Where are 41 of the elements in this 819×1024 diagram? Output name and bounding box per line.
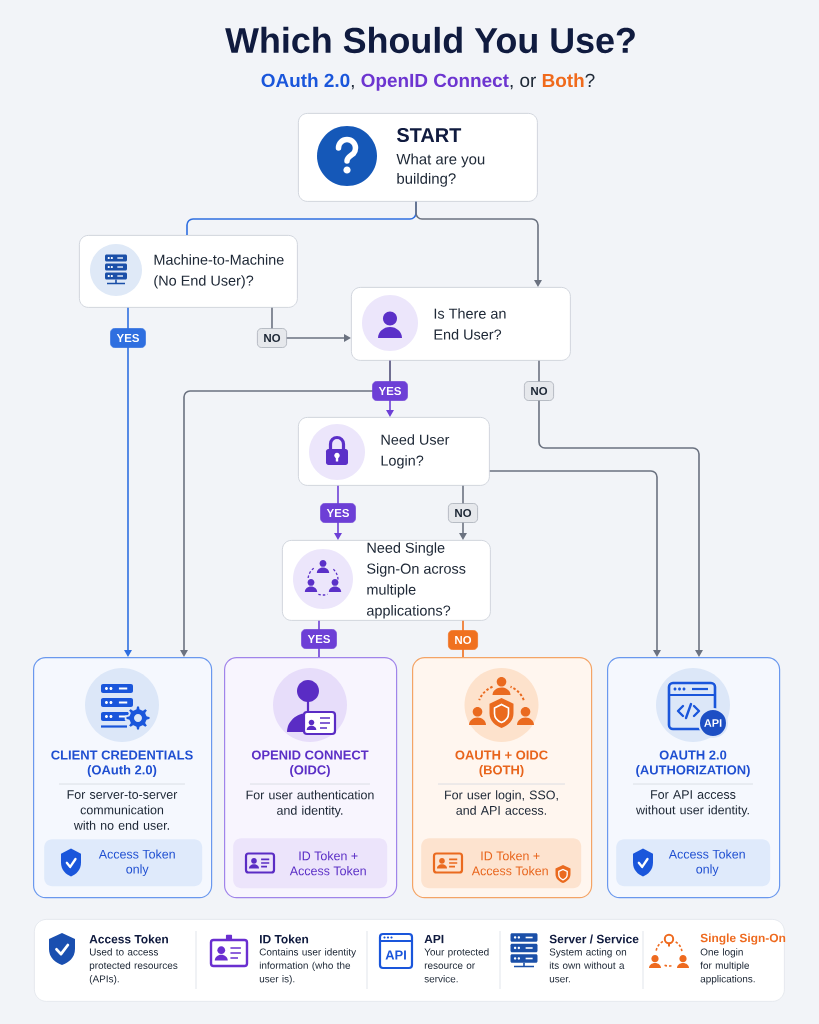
arrow <box>180 360 391 657</box>
arrow <box>489 470 661 657</box>
legend-term: ID Token <box>260 934 309 944</box>
card-title: OAUTH 2.0 <box>659 750 727 760</box>
card-subtitle: (BOTH) <box>479 764 524 778</box>
token-box: ID Token + Access Token <box>233 838 388 889</box>
legend-term: Single Sign-On <box>700 933 786 945</box>
token-box: Access Token only <box>616 839 771 887</box>
legend-description: One login for multiple applications. <box>700 948 755 985</box>
card-subtitle: (AUTHORIZATION) <box>636 764 750 778</box>
token-box: ID Token + Access Token <box>421 838 582 889</box>
legend-description: Used to access protected resources (APIs). <box>89 948 178 985</box>
card-description: For server-to-server communication with no end user. <box>67 790 178 830</box>
arrow <box>415 201 542 287</box>
edge-label: NO <box>448 503 478 523</box>
card-description: For API access without user identity. <box>636 790 749 817</box>
legend-description: Contains user identity information (who the user is). <box>259 948 357 985</box>
page-title: Which Should You Use? <box>225 26 635 54</box>
card-title: OPENID CONNECT <box>251 750 369 760</box>
card-title: CLIENT CREDENTIALS <box>51 750 193 760</box>
arrow <box>538 360 703 657</box>
edge-label: YES <box>320 503 356 523</box>
edge-label: NO <box>524 381 554 401</box>
edge-label: NO <box>257 328 287 348</box>
token-box: Access Token only <box>44 839 203 887</box>
card-description: For user authentication and identity. <box>246 790 374 818</box>
legend-term: API <box>424 934 444 944</box>
card-title: OAUTH + OIDC <box>455 750 548 760</box>
card-subtitle: (OIDC) <box>290 764 330 778</box>
legend-description: System acting on its own without a user. <box>549 948 627 983</box>
edge-label: NO <box>448 630 478 650</box>
edge-label: YES <box>110 328 146 348</box>
arrow <box>124 307 132 657</box>
edge-label: YES <box>301 629 337 649</box>
legend-description: Your protected resource or service. <box>424 948 489 983</box>
edge-label: YES <box>372 381 408 401</box>
legend-term: Server / Service <box>549 934 639 944</box>
legend-term: Access Token <box>89 934 168 944</box>
card-description: For user login, SSO, and API access. <box>445 790 558 815</box>
card-subtitle: (OAuth 2.0) <box>87 764 157 778</box>
subtitle: OAuth 2.0, OpenID Connect, or Both? <box>261 73 595 91</box>
